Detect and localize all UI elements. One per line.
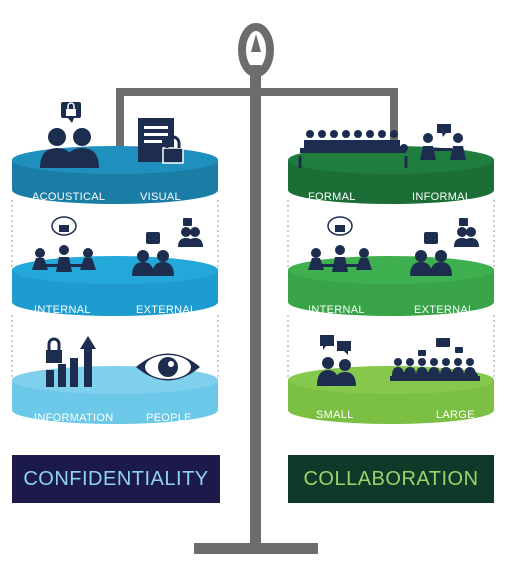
left-hanger xyxy=(116,88,124,158)
right-hanger xyxy=(390,88,398,158)
internal-meeting-icon-right xyxy=(308,216,372,272)
informal-chat-icon xyxy=(420,124,466,160)
document-lock-icon xyxy=(138,118,184,164)
small-group-icon xyxy=(317,335,356,386)
scale-post xyxy=(250,65,261,547)
left-tier-1-label-a: ACOUSTICAL xyxy=(32,191,105,203)
left-tier-2: INTERNAL EXTERNAL xyxy=(12,216,218,316)
scale-top-point xyxy=(251,34,261,52)
two-people-icon xyxy=(40,128,99,168)
left-tier-3-label-a: INFORMATION xyxy=(34,412,113,424)
scale-base xyxy=(194,543,318,554)
right-tier-1-label-a: FORMAL xyxy=(308,191,356,203)
right-tier-2: INTERNAL EXTERNAL xyxy=(288,216,494,316)
left-tier-2-label-b: EXTERNAL xyxy=(136,304,196,316)
large-group-icon xyxy=(390,338,480,381)
right-tier-3-label-a: SMALL xyxy=(316,409,354,421)
right-tier-3: SMALL LARGE xyxy=(288,335,494,424)
collaboration-title: COLLABORATION xyxy=(288,455,494,503)
scale-top-ring xyxy=(238,23,274,77)
left-tier-1: ACOUSTICAL VISUAL xyxy=(12,102,218,204)
bar-chart-lock-icon xyxy=(46,336,96,387)
right-tier-2-label-b: EXTERNAL xyxy=(414,304,474,316)
left-tier-1-label-b: VISUAL xyxy=(140,191,181,203)
external-meeting-icon-right xyxy=(410,218,479,276)
left-tier-3: INFORMATION PEOPLE xyxy=(12,336,218,424)
scale-beam xyxy=(116,88,398,96)
right-tier-1-label-b: INFORMAL xyxy=(412,191,471,203)
confidentiality-title: CONFIDENTIALITY xyxy=(12,455,220,503)
left-tier-2-label-a: INTERNAL xyxy=(34,304,91,316)
internal-meeting-icon xyxy=(32,216,96,272)
right-tier-3-label-b: LARGE xyxy=(436,409,475,421)
right-tier-1: FORMAL INFORMAL xyxy=(288,124,494,204)
lock-speech-bubble-icon xyxy=(61,102,81,123)
eye-icon xyxy=(136,353,200,381)
left-stack: ACOUSTICAL VISUAL xyxy=(11,102,219,424)
right-stack: FORMAL INFORMAL xyxy=(287,124,495,424)
right-tier-2-label-a: INTERNAL xyxy=(308,304,365,316)
left-tier-3-label-b: PEOPLE xyxy=(146,412,192,424)
conference-table-icon xyxy=(298,130,408,168)
external-meeting-icon xyxy=(132,218,203,276)
